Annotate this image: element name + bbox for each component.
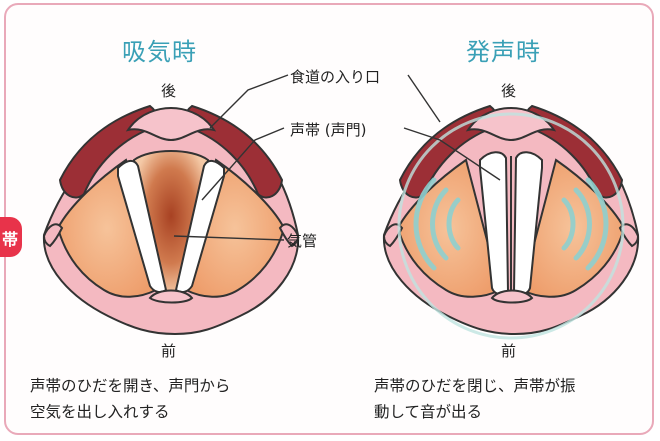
vocal-cords-label: 声帯 (声門) — [290, 119, 366, 140]
anterior-commissure — [492, 291, 532, 303]
phonation-larynx — [384, 106, 638, 338]
inhalation-title: 吸気時 — [122, 32, 197, 67]
inhalation-larynx — [44, 106, 298, 334]
phonation-title: 発声時 — [466, 32, 541, 67]
phonation-caption-line-2: 動して音が出る — [374, 399, 482, 425]
phonation-caption-line-1: 声帯のひだを閉じ、声帯が振 — [374, 373, 576, 399]
inhalation-caption-line-1: 声帯のひだを開き、声門から — [30, 373, 230, 399]
trachea-label: 気管 — [287, 230, 317, 251]
inhalation-caption-line-2: 空気を出し入れする — [30, 399, 170, 425]
inhalation-front-label: 前 — [161, 340, 176, 361]
esophagus-leader-right — [408, 75, 440, 122]
anterior-commissure — [150, 291, 192, 303]
inhalation-back-label: 後 — [161, 80, 176, 101]
esophagus-entrance-label: 食道の入り口 — [290, 66, 380, 87]
phonation-back-label: 後 — [501, 80, 516, 101]
phonation-front-label: 前 — [501, 340, 516, 361]
